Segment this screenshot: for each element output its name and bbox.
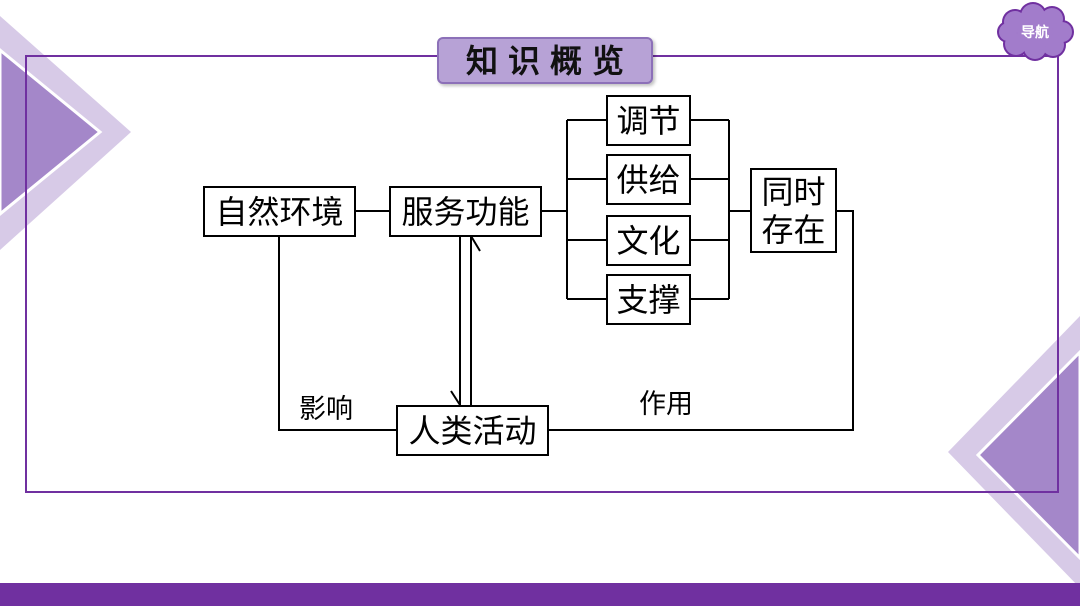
node-service-function: 服务功能: [389, 186, 542, 237]
node-human-activity: 人类活动: [396, 405, 549, 456]
node-function-regulation: 调节: [606, 95, 691, 146]
node-natural-environment: 自然环境: [203, 186, 356, 237]
node-natural-environment-label: 自然环境: [215, 192, 344, 231]
node-service-function-label: 服务功能: [401, 192, 530, 231]
node-function-support: 支撑: [606, 274, 691, 325]
arrow-human-to-service: [470, 235, 481, 405]
nav-button[interactable]: 导航: [996, 2, 1074, 62]
node-function-culture: 文化: [606, 215, 691, 266]
connector-natural-to-human: [278, 236, 396, 431]
node-coexist-line-2: 存在: [761, 210, 826, 249]
node-function-supply-label: 供给: [616, 160, 681, 199]
node-coexist: 同时 存在: [750, 168, 837, 253]
arrow-service-to-human: [450, 236, 461, 406]
edge-label-effect: 作用: [639, 389, 693, 420]
cloud-icon: [997, 2, 1074, 61]
node-function-culture-label: 文化: [616, 221, 681, 260]
page-title-badge: 知识概览: [437, 37, 653, 84]
edge-label-influence: 影响: [299, 394, 353, 425]
node-coexist-line-1: 同时: [761, 172, 826, 211]
page-title: 知识概览: [465, 41, 634, 80]
node-human-activity-label: 人类活动: [408, 411, 537, 450]
nav-button-label[interactable]: 导航: [1021, 25, 1049, 41]
bottom-bar: [0, 583, 1080, 606]
right-triangle-decoration: [948, 316, 1080, 588]
node-function-regulation-label: 调节: [616, 101, 681, 140]
connector-coexist-to-human: [548, 210, 854, 431]
node-function-supply: 供给: [606, 154, 691, 205]
node-function-support-label: 支撑: [616, 280, 681, 319]
right-triangle-dark: [975, 349, 1080, 561]
